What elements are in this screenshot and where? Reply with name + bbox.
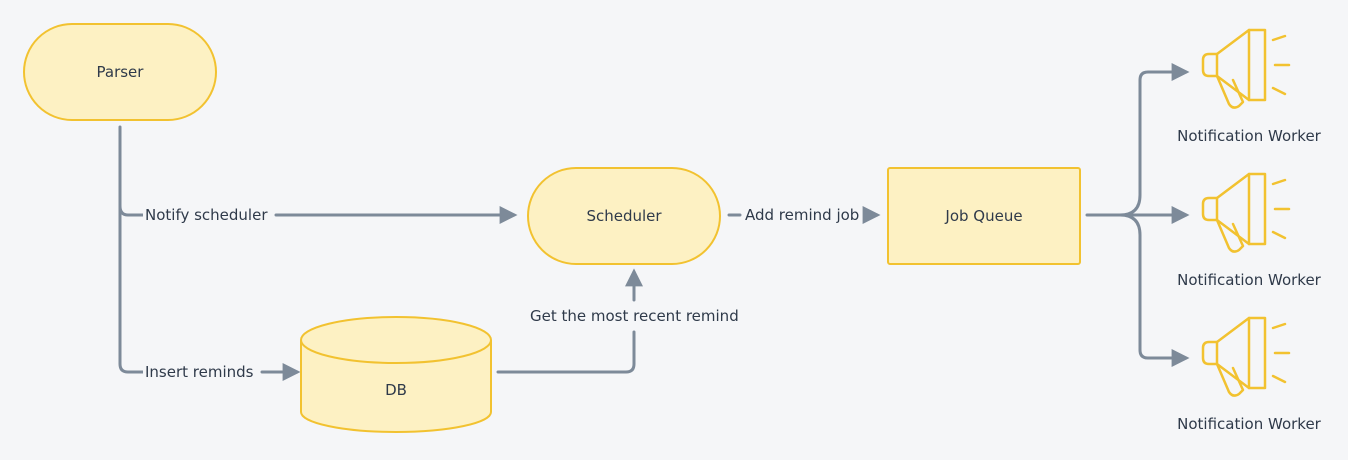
edge-queue-to-worker-1: [1118, 63, 1190, 217]
edge-label-add-remind-job: Add remind job: [743, 205, 862, 225]
edge-label-insert-reminds: Insert reminds: [143, 362, 256, 382]
worker-label: Notification Worker: [1177, 127, 1321, 145]
db-node: [300, 316, 492, 433]
worker-label: Notification Worker: [1177, 415, 1321, 433]
megaphone-icon: [1201, 316, 1291, 397]
parser-node: [23, 23, 217, 121]
megaphone-icon: [1201, 28, 1291, 109]
megaphone-icon: [1201, 172, 1291, 253]
edge-queue-to-worker-3: [1118, 213, 1190, 367]
worker-label: Notification Worker: [1177, 271, 1321, 289]
scheduler-node: [527, 167, 721, 265]
edge-parser-to-db: [118, 125, 148, 374]
edge-db-to-scheduler: [496, 330, 636, 374]
edge-parser-to-scheduler-start: [118, 204, 148, 217]
edge-label-notify-scheduler: Notify scheduler: [143, 205, 270, 225]
job-queue-node: [887, 167, 1081, 265]
edge-label-get-recent: Get the most recent remind: [528, 306, 741, 326]
